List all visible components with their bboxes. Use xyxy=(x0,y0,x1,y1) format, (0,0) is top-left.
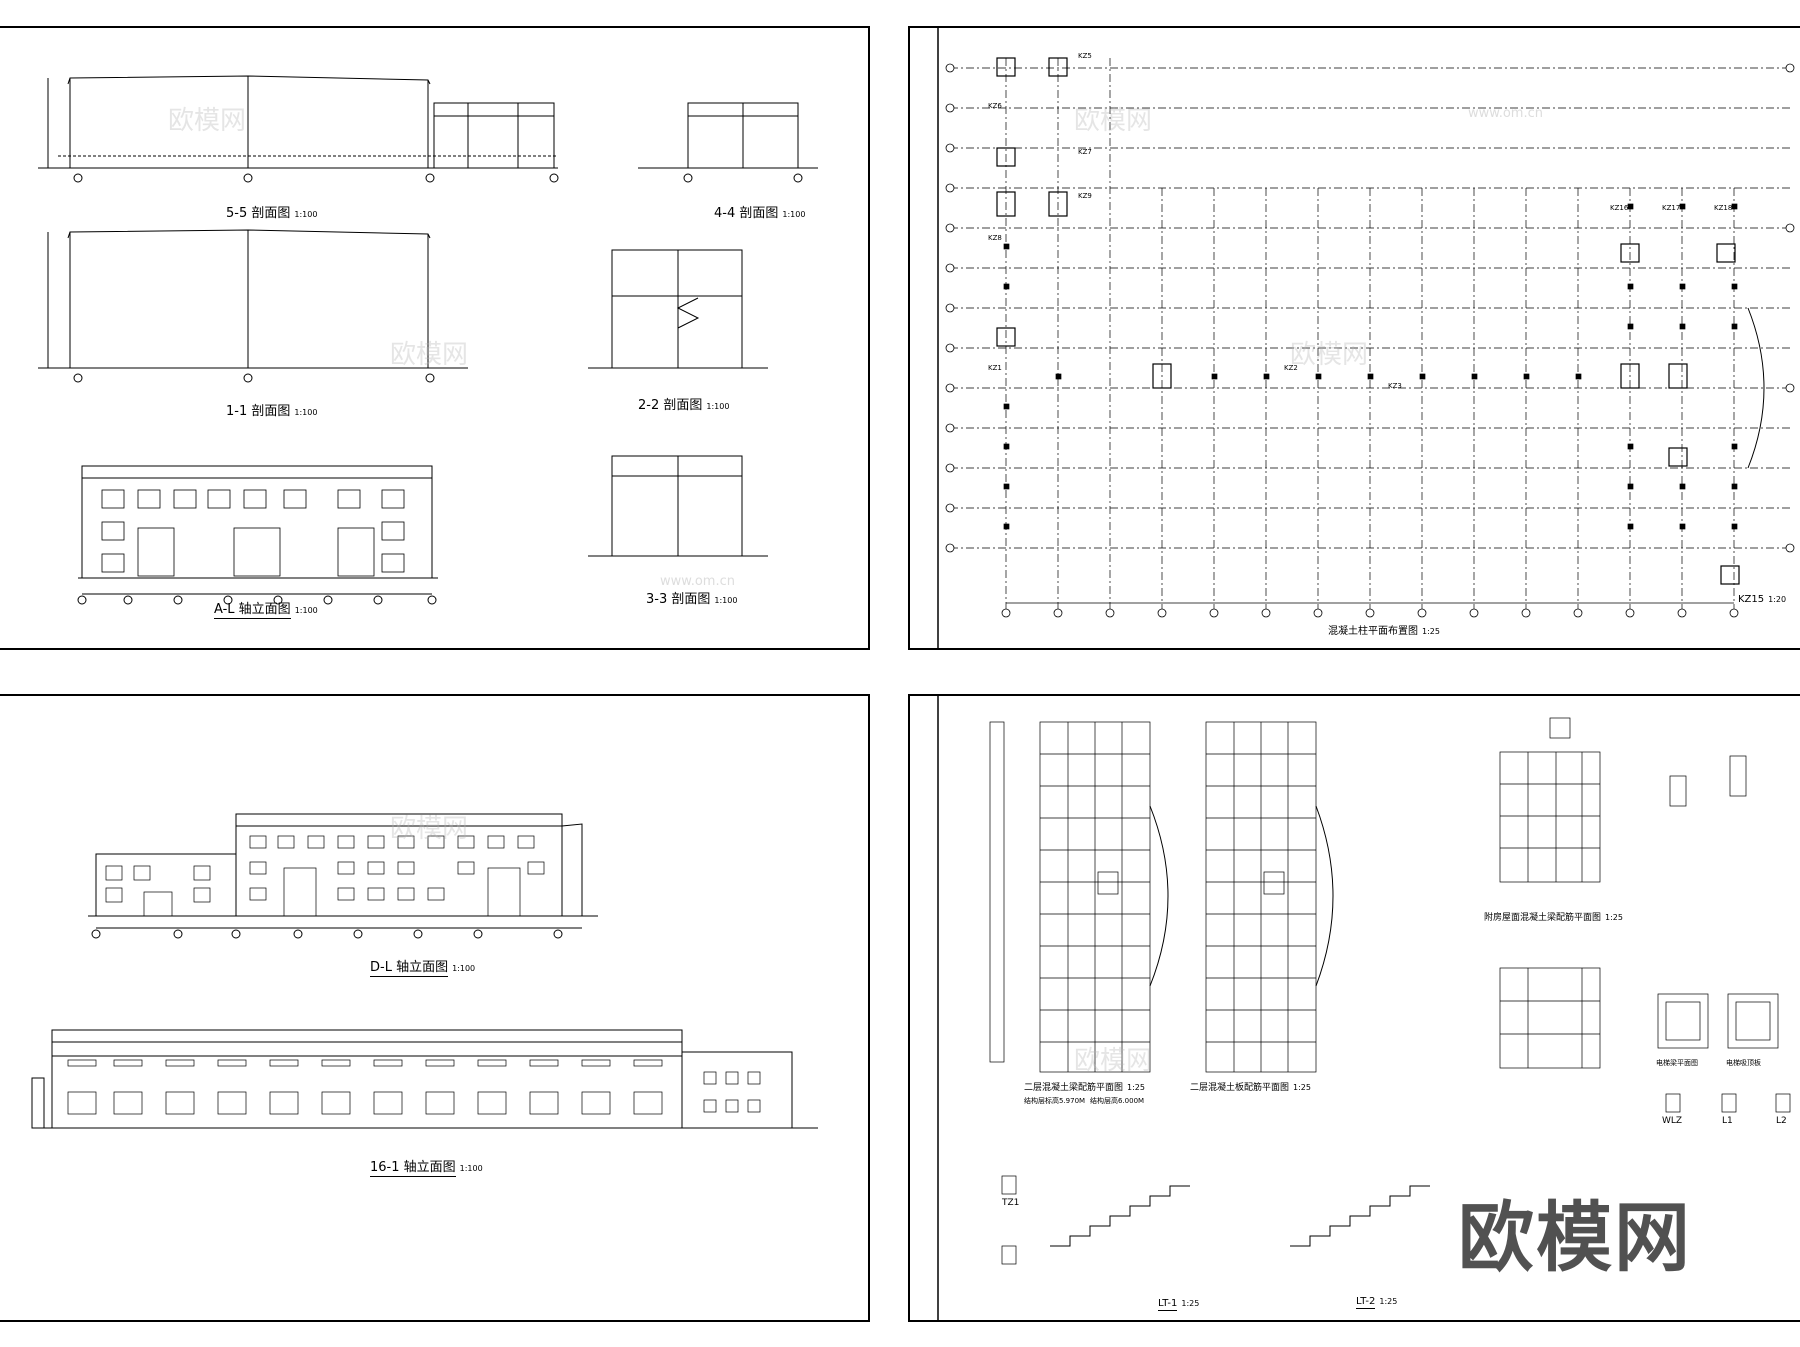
col-label-11: KZ18 xyxy=(1714,204,1733,212)
elev-note-1: 结构层标高5.970M xyxy=(1024,1097,1086,1105)
col-label-8: KZ3 xyxy=(1388,382,1402,390)
sheet-columns: KZ5 KZ6 KZ7 KZ8 KZ9 KZ1 KZ2 KZ3 KZ16 KZ1… xyxy=(908,26,1800,650)
col-label-9: KZ16 xyxy=(1610,204,1629,212)
elev-note-2: 结构层高6.000M xyxy=(1090,1097,1145,1105)
col-label-7: KZ2 xyxy=(1284,364,1298,372)
col-label-4: KZ8 xyxy=(988,234,1002,242)
label-l1: L1 xyxy=(1722,1116,1733,1126)
label-l2: L2 xyxy=(1776,1116,1787,1126)
col-label-5: KZ9 xyxy=(1078,192,1092,200)
site-logo: 欧模网 xyxy=(1458,1193,1692,1282)
label-tz1: TZ1 xyxy=(1002,1198,1020,1208)
label-elev-slab: 电梯吸顶板 xyxy=(1726,1059,1761,1067)
column-plan xyxy=(937,28,1795,648)
col-label-3: KZ7 xyxy=(1078,148,1092,156)
sections-drawing xyxy=(38,75,818,605)
elevations-drawing xyxy=(31,813,818,1129)
col-label-1: KZ5 xyxy=(1078,52,1092,60)
label-elev-beam: 电梯梁平面图 xyxy=(1656,1059,1698,1067)
col-label-6: KZ1 xyxy=(988,364,1002,372)
label-wlz: WLZ xyxy=(1662,1116,1683,1126)
structure-drawing xyxy=(937,696,1791,1320)
col-label-10: KZ17 xyxy=(1662,204,1681,212)
col-label-2: KZ6 xyxy=(988,102,1002,110)
